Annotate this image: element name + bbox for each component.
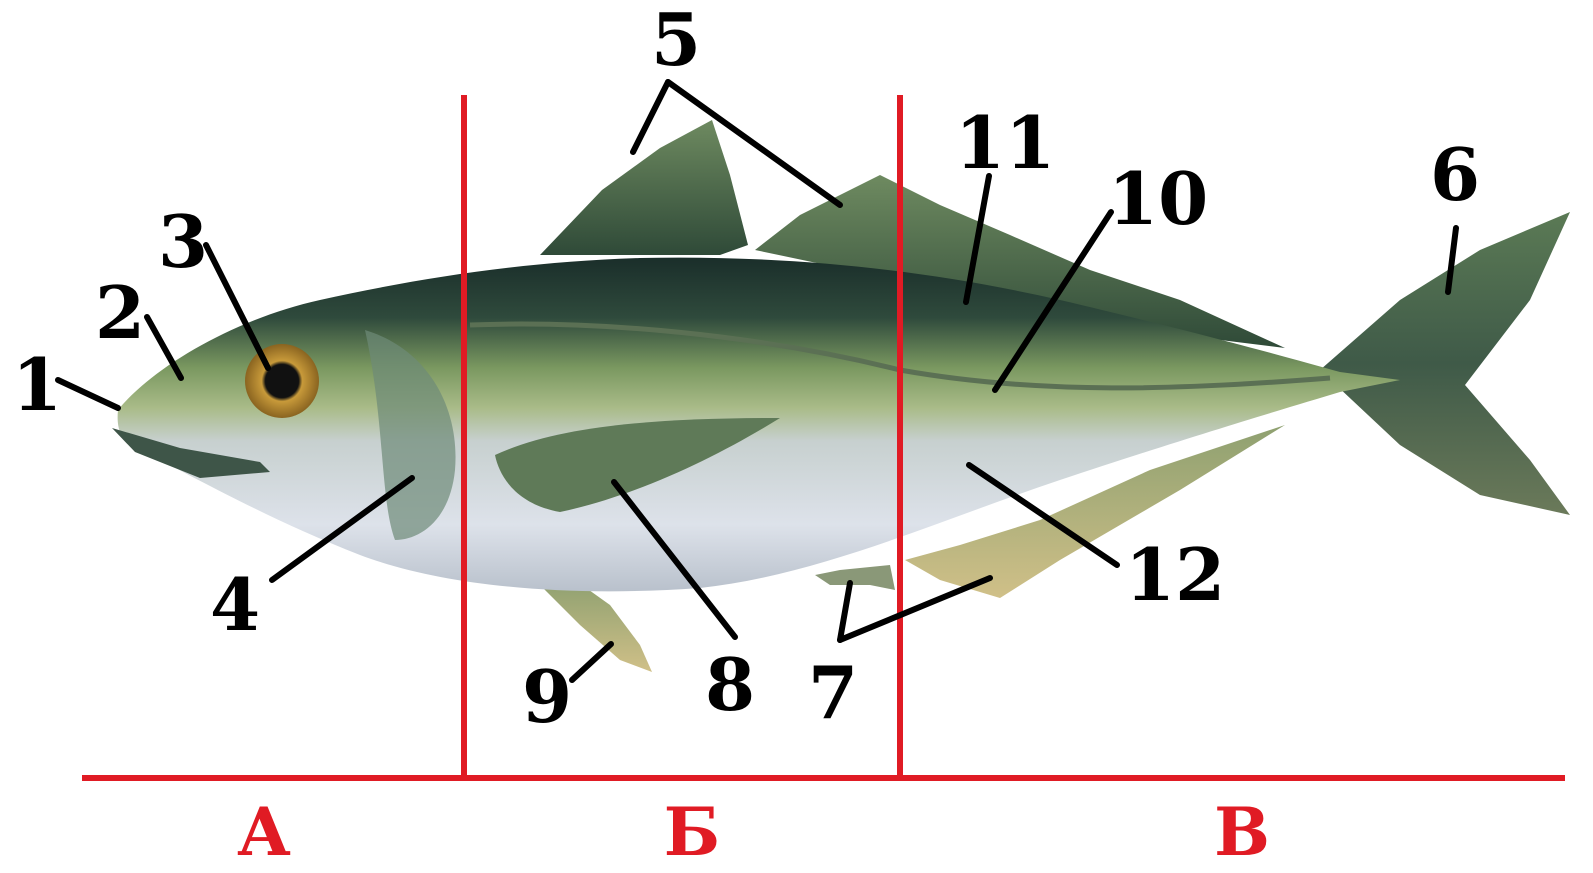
eye	[245, 344, 319, 418]
leader-9	[569, 641, 614, 683]
leader-5b	[665, 79, 843, 208]
anal-fin	[905, 425, 1285, 598]
label-1: 1	[12, 342, 62, 427]
gill-cover	[365, 330, 456, 540]
leader-lines	[55, 79, 1459, 683]
label-9: 9	[522, 654, 572, 739]
leader-10	[992, 209, 1114, 393]
section-b: Б	[664, 793, 720, 871]
section-a: А	[237, 793, 291, 871]
leader-6	[1445, 225, 1459, 295]
part-labels: 1 2 3 4 5 6 7 8 9 10 11 12	[12, 0, 1480, 739]
first-dorsal-fin	[540, 120, 748, 255]
second-dorsal-fin	[755, 175, 1285, 348]
section-v: В	[1214, 793, 1270, 871]
leader-7b	[837, 575, 993, 643]
leader-7a	[837, 580, 853, 643]
label-8: 8	[705, 642, 755, 727]
caudal-fin	[1320, 212, 1570, 515]
leader-3	[203, 242, 271, 371]
label-12: 12	[1125, 532, 1225, 617]
label-7: 7	[808, 650, 858, 735]
leader-2	[144, 314, 184, 381]
section-labels: А Б В	[237, 793, 1270, 871]
pectoral-fin	[495, 418, 780, 512]
leader-11	[963, 173, 992, 305]
label-10: 10	[1108, 156, 1208, 241]
pelvic-fin	[540, 580, 652, 672]
leader-5a	[630, 79, 671, 155]
label-4: 4	[210, 562, 260, 647]
label-11: 11	[955, 100, 1055, 185]
label-3: 3	[158, 199, 208, 284]
label-5: 5	[651, 0, 701, 82]
label-6: 6	[1430, 132, 1480, 217]
anal-spines	[815, 565, 895, 590]
leader-4	[269, 475, 415, 583]
leader-12	[966, 462, 1120, 568]
mouth	[112, 428, 270, 478]
leader-8	[611, 479, 738, 640]
section-dividers	[82, 95, 1565, 781]
label-2: 2	[95, 270, 145, 355]
leader-1	[55, 377, 121, 411]
